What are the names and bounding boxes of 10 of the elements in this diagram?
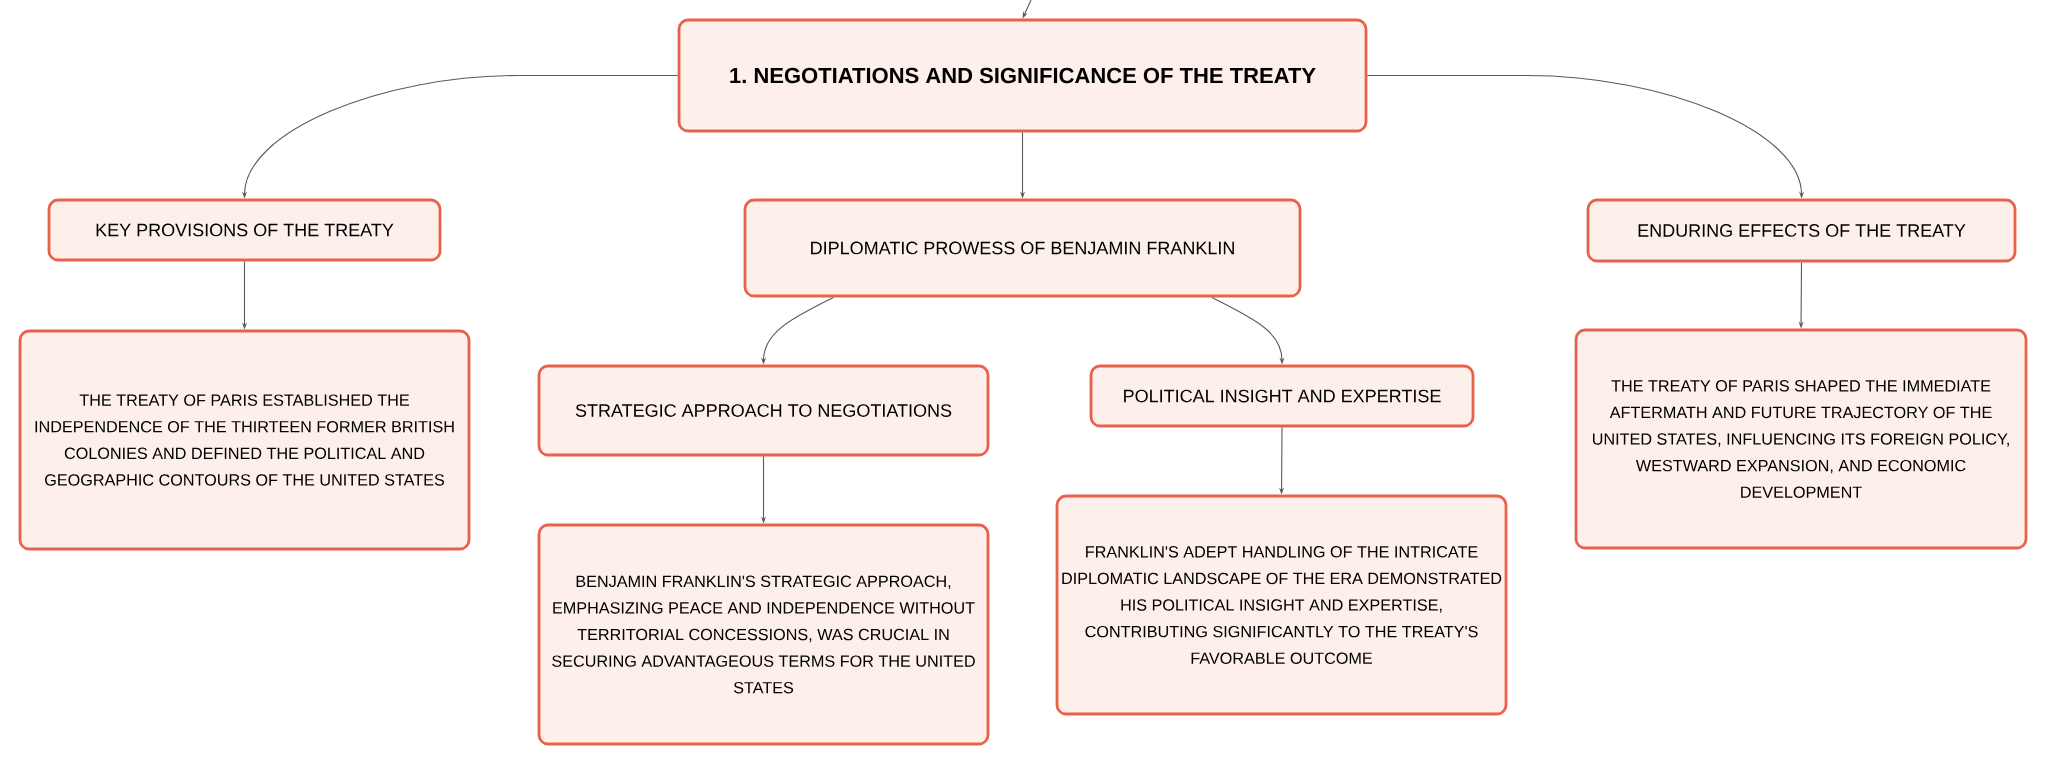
subtopic-box: STRATEGIC APPROACH TO NEGOTIATIONS <box>537 364 990 457</box>
topic-box: 1. NEGOTIATIONS AND SIGNIFICANCE OF THE TREATY <box>677 18 1368 133</box>
subtopic-box: DIPLOMATIC PROWESS OF BENJAMIN FRANKLIN <box>743 198 1302 298</box>
subtopic-box: KEY PROVISIONS OF THE TREATY <box>47 198 442 262</box>
subtopic-box: POLITICAL INSIGHT AND EXPERTISE <box>1089 364 1475 428</box>
description-box: BENJAMIN FRANKLIN'S STRATEGIC APPROACH, EMPHASIZING PEACE AND INDEPENDENCE WITHOUT TERRITORIAL CONCESSIONS, WAS CRUCIAL IN SECURING ADVANTAGEOUS TERMS FOR THE UNITED STATES <box>537 523 990 746</box>
description-box: THE TREATY OF PARIS SHAPED THE IMMEDIATE AFTERMATH AND FUTURE TRAJECTORY OF THE UNITED STATES, INFLUENCING ITS FOREIGN POLICY, WESTWARD EXPANSION, AND ECONOMIC DEVELOPMENT <box>1574 328 2028 550</box>
subtopic-box: ENDURING EFFECTS OF THE TREATY <box>1586 198 2017 263</box>
description-box: FRANKLIN'S ADEPT HANDLING OF THE INTRICATE DIPLOMATIC LANDSCAPE OF THE ERA DEMONSTRATED HIS POLITICAL INSIGHT AND EXPERTISE, CONTRIBUTING SIGNIFICANTLY TO THE TREATY'S FAVORABLE OUTCOME <box>1055 494 1508 716</box>
description-box: THE TREATY OF PARIS ESTABLISHED THE INDEPENDENCE OF THE THIRTEEN FORMER BRITISH COLONIES AND DEFINED THE POLITICAL AND GEOGRAPHIC CONTOURS OF THE UNITED STATES <box>18 329 471 551</box>
